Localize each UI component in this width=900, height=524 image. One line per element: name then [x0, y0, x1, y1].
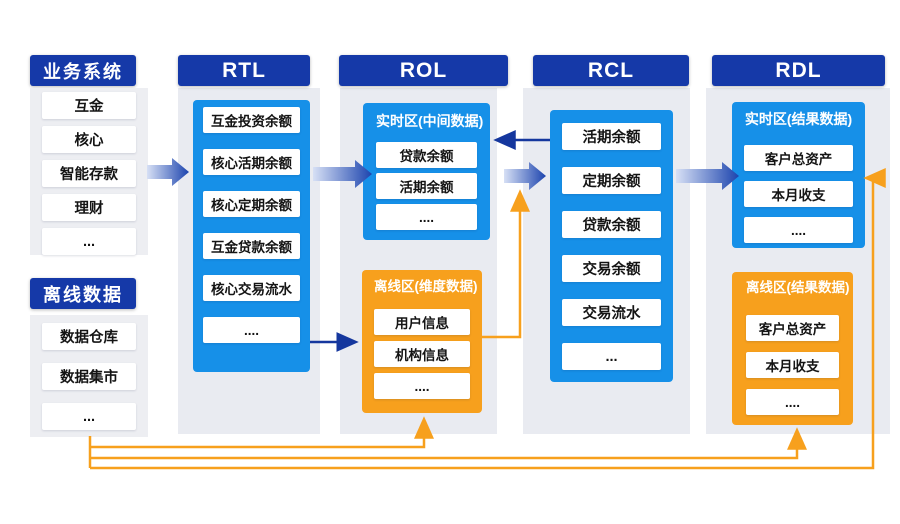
rol-realtime-zone-title: 实时区(中间数据) [376, 113, 484, 129]
rol-realtime-zone: 实时区(中间数据) 贷款余额 活期余额 .... [363, 103, 490, 240]
rol-header: ROL [339, 55, 508, 86]
rdl-offline-zone: 离线区(结果数据) 客户总资产 本月收支 .... [732, 272, 853, 425]
rcl-node: 交易余额 [562, 255, 661, 282]
rtl-node-ellipsis: .... [203, 317, 300, 343]
rdl-offline-node: 本月收支 [746, 352, 839, 378]
connector-offline-to-rdl-offline [90, 427, 807, 460]
rol-realtime-node: 活期余额 [376, 173, 477, 199]
offline-node-ellipsis: ... [42, 403, 136, 430]
rol-offline-zone: 离线区(维度数据) 用户信息 机构信息 .... [362, 270, 482, 413]
business-node: 互金 [42, 92, 136, 119]
business-node: 智能存款 [42, 160, 136, 187]
rtl-node: 核心活期余额 [203, 149, 300, 175]
business-systems-header: 业务系统 [30, 55, 136, 86]
business-node-ellipsis: ... [42, 228, 136, 255]
rcl-panel: 活期余额 定期余额 贷款余额 交易余额 交易流水 ... [550, 110, 673, 382]
rol-offline-node: 机构信息 [374, 341, 470, 367]
rdl-realtime-node-ellipsis: .... [744, 217, 853, 243]
offline-node: 数据集市 [42, 363, 136, 390]
rtl-node: 互金投资余额 [203, 107, 300, 133]
rdl-offline-zone-title: 离线区(结果数据) [746, 280, 850, 295]
rcl-node: 定期余额 [562, 167, 661, 194]
rcl-node: 贷款余额 [562, 211, 661, 238]
rcl-node-ellipsis: ... [562, 343, 661, 370]
offline-data-panel: 数据仓库 数据集市 ... [30, 315, 148, 437]
offline-data-header: 离线数据 [30, 278, 136, 309]
rdl-realtime-node: 本月收支 [744, 181, 853, 207]
offline-node: 数据仓库 [42, 323, 136, 350]
rtl-node: 核心交易流水 [203, 275, 300, 301]
business-node: 理财 [42, 194, 136, 221]
rdl-realtime-zone-title: 实时区(结果数据) [744, 111, 853, 127]
rol-realtime-node-ellipsis: .... [376, 204, 477, 230]
rol-offline-node-ellipsis: .... [374, 373, 470, 399]
rol-offline-zone-title: 离线区(维度数据) [374, 279, 478, 294]
rcl-node: 交易流水 [562, 299, 661, 326]
rol-realtime-node: 贷款余额 [376, 142, 477, 168]
business-node: 核心 [42, 126, 136, 153]
rdl-realtime-node: 客户总资产 [744, 145, 853, 171]
rcl-header: RCL [533, 55, 689, 86]
rcl-node: 活期余额 [562, 123, 661, 150]
rdl-offline-node: 客户总资产 [746, 315, 839, 341]
rtl-header: RTL [178, 55, 310, 86]
business-systems-panel: 互金 核心 智能存款 理财 ... [30, 88, 148, 255]
rol-offline-node: 用户信息 [374, 309, 470, 335]
rdl-header: RDL [712, 55, 885, 86]
rtl-panel: 互金投资余额 核心活期余额 核心定期余额 互金贷款余额 核心交易流水 .... [193, 100, 310, 372]
rdl-realtime-zone: 实时区(结果数据) 客户总资产 本月收支 .... [732, 102, 865, 248]
rdl-offline-node-ellipsis: .... [746, 389, 839, 415]
rtl-node: 互金贷款余额 [203, 233, 300, 259]
rtl-node: 核心定期余额 [203, 191, 300, 217]
